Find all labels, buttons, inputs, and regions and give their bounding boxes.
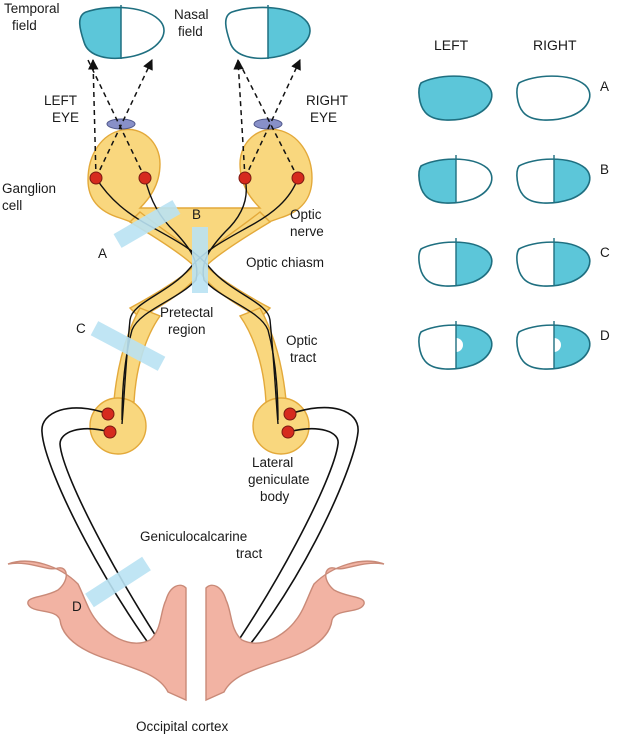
field-b-right-outline xyxy=(516,158,591,204)
table-row-label-b: B xyxy=(600,162,609,177)
field-c-right xyxy=(516,238,591,287)
ganglion-cell-right-temporal xyxy=(291,171,305,185)
field-a-left-deficit xyxy=(418,76,492,121)
right-loop-outer xyxy=(217,406,359,683)
occipital-cortex-label: Occipital cortex xyxy=(136,719,229,734)
field-c-left-outline xyxy=(418,241,493,287)
ray-right-inner xyxy=(233,58,246,179)
field-d-right-outline xyxy=(516,324,591,370)
lesion-marker-b xyxy=(192,227,208,293)
lesion-label-a: A xyxy=(98,246,107,261)
ganglion-cell-left-nasal xyxy=(138,171,152,185)
field-b-left xyxy=(418,155,493,204)
lesion-label-d: D xyxy=(72,599,82,614)
table-header-left: LEFT xyxy=(434,37,469,53)
lesion-label-c: C xyxy=(76,321,86,336)
neural-fibers xyxy=(95,177,299,425)
left-field-outline xyxy=(78,6,165,60)
table-row-label-d: D xyxy=(600,328,610,343)
ganglion-cell-right-nasal xyxy=(238,171,252,185)
left-loop-inner xyxy=(59,428,185,679)
ganglion-cell-left-temporal xyxy=(89,171,103,185)
right-lateral-geniculate-body xyxy=(252,397,310,455)
right-loop-inner xyxy=(211,428,339,679)
fiber-right-temporal xyxy=(121,177,299,425)
fiber-left-nasal xyxy=(121,177,198,421)
geniculocalcarine-tract-loops xyxy=(41,406,359,683)
left-cortex xyxy=(7,560,187,702)
field-b-right xyxy=(516,155,591,204)
fiber-right-nasal xyxy=(202,177,279,421)
ganglion-cells xyxy=(89,171,305,439)
lesion-marker-d xyxy=(85,556,151,608)
field-a-right xyxy=(516,75,591,121)
right-eye-visual-field xyxy=(224,5,311,60)
occipital-cortex-shape xyxy=(7,560,385,702)
field-b-left-deficit xyxy=(418,159,456,204)
right-field-outline xyxy=(224,6,311,60)
field-b-left-outline xyxy=(418,158,493,204)
lgb-neuron-left-2 xyxy=(103,425,117,439)
left-lateral-geniculate-body xyxy=(89,397,147,455)
field-a-left-outline xyxy=(418,75,493,121)
field-a-left xyxy=(418,75,493,121)
ray-right-outer-b xyxy=(244,59,301,179)
field-b-right-deficit xyxy=(554,159,590,204)
lesion-label-b: B xyxy=(192,207,201,222)
field-c-left-deficit xyxy=(456,242,492,287)
lesion-marker-c xyxy=(90,321,166,371)
right-field-temporal-half xyxy=(268,7,310,59)
left-loop-outer xyxy=(41,407,179,683)
field-c-right-outline xyxy=(516,241,591,287)
ray-right-outer-a xyxy=(237,59,299,179)
field-d-right xyxy=(516,321,591,370)
lesion-markers xyxy=(85,200,208,608)
lgb-neuron-right-1 xyxy=(283,407,297,421)
lesion-marker-a xyxy=(113,200,181,248)
field-d-left xyxy=(418,321,493,370)
lgb-neuron-right-2 xyxy=(281,425,295,439)
field-c-right-deficit xyxy=(554,242,590,287)
ray-left-outer xyxy=(87,58,99,179)
field-a-right-outline xyxy=(516,75,591,121)
field-c-left xyxy=(418,238,493,287)
visual-field-defect-table: LEFT RIGHT A B C D xyxy=(418,37,610,370)
table-row-label-c: C xyxy=(600,245,610,260)
optic-chiasm-label: Optic chiasm xyxy=(246,255,324,270)
table-row-label-a: A xyxy=(600,79,609,94)
field-d-left-outline xyxy=(418,324,493,370)
fiber-left-temporal xyxy=(95,177,279,425)
table-header-right: RIGHT xyxy=(533,37,577,53)
lgb-neuron-left-1 xyxy=(101,407,115,421)
left-field-temporal-half xyxy=(79,7,121,59)
light-rays xyxy=(87,58,301,179)
ray-left-inner-a xyxy=(87,59,146,179)
left-eye-visual-field xyxy=(78,5,165,60)
ray-left-inner-b xyxy=(95,59,153,179)
right-cortex xyxy=(205,560,385,702)
